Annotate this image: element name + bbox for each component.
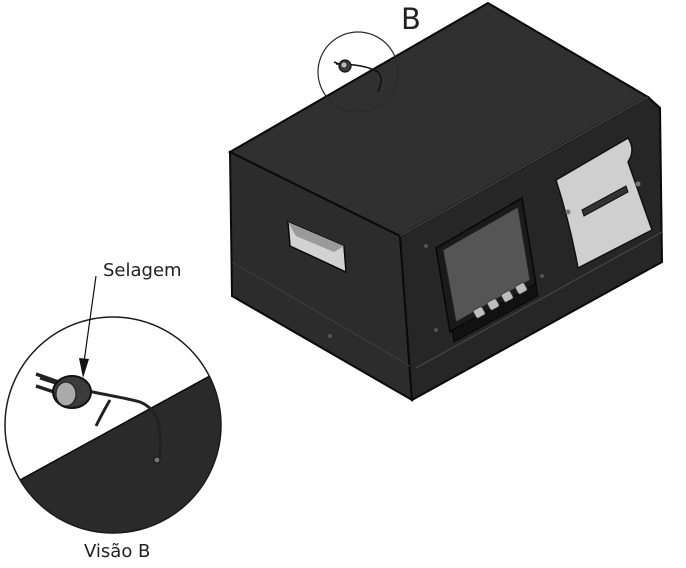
housing-screw <box>328 334 332 338</box>
housing-screw <box>434 328 438 332</box>
keypad-button <box>487 298 500 311</box>
seal-hole <box>153 456 161 464</box>
detail-view-circle <box>4 316 222 534</box>
detail-b-marker <box>317 31 399 113</box>
keypad-buttons <box>473 282 528 319</box>
detail-view-caption: Visão B <box>84 541 151 562</box>
detail-b-circle <box>317 31 399 113</box>
printer-screw <box>635 181 641 187</box>
detail-b-label: B <box>401 2 421 36</box>
keypad-button <box>501 290 514 303</box>
seal-callout-label: Selagem <box>103 260 182 281</box>
housing-screws <box>328 244 544 338</box>
housing-front-edge <box>399 96 649 237</box>
side-handle-cutout <box>287 220 347 274</box>
display-unit <box>435 196 539 343</box>
housing-side-lower-edge <box>231 261 411 367</box>
printer-screw <box>565 209 571 215</box>
housing-screw <box>540 274 544 278</box>
seal-callout-arrow <box>79 275 97 378</box>
printer-paper-slot <box>581 185 629 217</box>
detail-view-b <box>4 316 222 534</box>
keypad-button <box>473 306 486 319</box>
housing-lower-edge <box>415 231 663 369</box>
seal-large <box>52 375 92 409</box>
housing-screw <box>424 244 428 248</box>
display-screen <box>442 206 531 323</box>
keypad-button <box>515 282 528 295</box>
printer-unit <box>555 136 653 270</box>
